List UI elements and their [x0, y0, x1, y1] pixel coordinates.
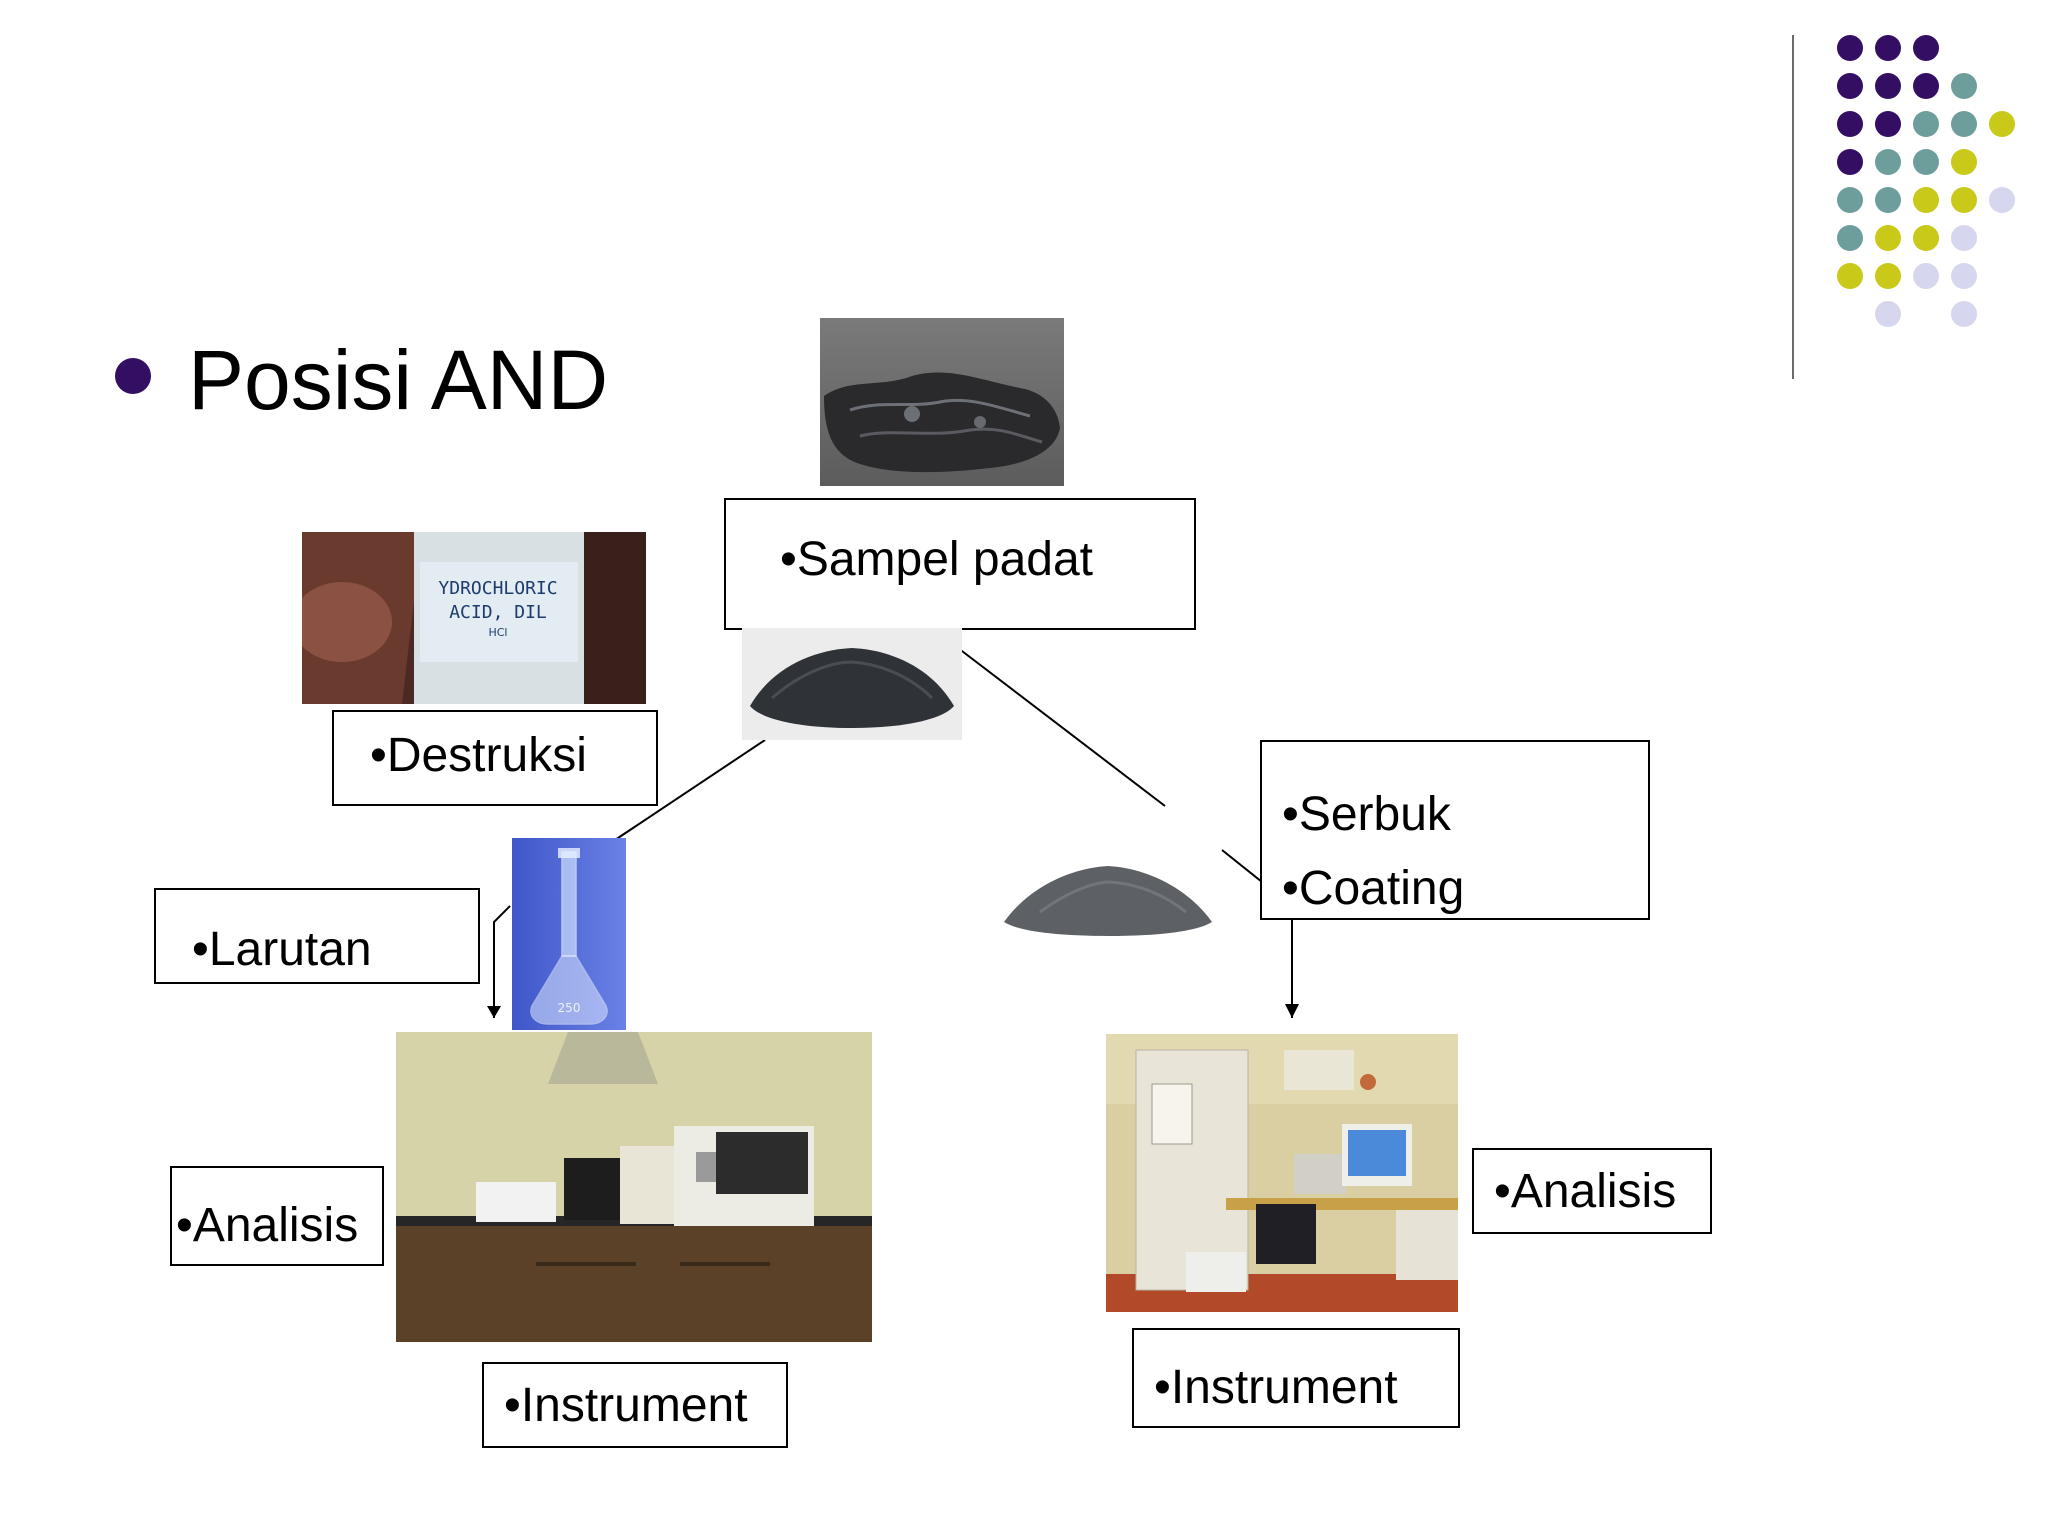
decorative-dot — [1951, 73, 1977, 99]
decorative-dot — [1913, 187, 1939, 213]
connector-sample-to-powder — [957, 647, 1166, 807]
decorative-dot — [1875, 225, 1901, 251]
decorative-dot — [1837, 263, 1863, 289]
arrow-larutan-to-instrument — [493, 905, 511, 1018]
decorative-dot — [1951, 111, 1977, 137]
label-serbuk: Serbuk — [1282, 778, 1648, 852]
decorative-dot — [1837, 225, 1863, 251]
label-box-larutan: Larutan — [154, 888, 480, 984]
decorative-dot — [1913, 149, 1939, 175]
label-box-destruksi: Destruksi — [332, 710, 658, 806]
label-larutan: Larutan — [192, 922, 478, 977]
label-box-analisis-right: Analisis — [1472, 1148, 1712, 1234]
decorative-dot — [1875, 187, 1901, 213]
powder-sample-photo — [1000, 860, 1216, 940]
decorative-vertical-rule — [1792, 35, 1794, 379]
label-sampel-padat: Sampel padat — [780, 532, 1194, 587]
decorative-dot — [1989, 187, 2015, 213]
decorative-dot — [1951, 301, 1977, 327]
label-coating: Coating — [1282, 852, 1648, 926]
decorative-dot — [1875, 263, 1901, 289]
decorative-dot — [1875, 111, 1901, 137]
bottle-label-line1: YDROCHLORIC — [438, 578, 557, 599]
label-analisis-left: Analisis — [176, 1198, 382, 1253]
granule-sample-photo — [742, 628, 962, 740]
arrow-head-right — [1285, 1004, 1299, 1018]
decorative-dot — [1875, 149, 1901, 175]
flask-volume-mark: 250 — [558, 1001, 581, 1015]
lab-instrument-photo-right — [1106, 1034, 1458, 1312]
label-destruksi: Destruksi — [370, 728, 656, 783]
decorative-dot — [1951, 225, 1977, 251]
decorative-dot — [1837, 111, 1863, 137]
decorative-dot — [1837, 35, 1863, 61]
solid-sample-photo — [820, 318, 1064, 486]
bottle-label-line2: ACID, DIL — [449, 602, 547, 623]
decorative-dot — [1913, 263, 1939, 289]
label-box-analisis-left: Analisis — [170, 1166, 384, 1266]
bottle-label-line3: HCl — [488, 626, 507, 639]
volumetric-flask-photo: 250 — [512, 838, 626, 1030]
decorative-dot — [1875, 35, 1901, 61]
decorative-dot — [1913, 225, 1939, 251]
arrow-head-left — [487, 1006, 501, 1018]
decorative-dot — [1951, 187, 1977, 213]
label-box-serbuk-coating: Serbuk Coating — [1260, 740, 1650, 920]
decorative-dot — [1913, 111, 1939, 137]
decorative-dot-grid — [1837, 35, 2015, 327]
hcl-bottle-photo: YDROCHLORIC ACID, DIL HCl — [302, 532, 646, 704]
decorative-dot — [1837, 73, 1863, 99]
label-analisis-right: Analisis — [1494, 1164, 1710, 1219]
decorative-dot — [1913, 35, 1939, 61]
slide-title: Posisi AND — [188, 333, 609, 427]
decorative-dot — [1989, 111, 2015, 137]
decorative-dot — [1837, 149, 1863, 175]
decorative-dot — [1913, 73, 1939, 99]
label-instrument-left: Instrument — [504, 1378, 786, 1433]
decorative-dot — [1951, 263, 1977, 289]
title-bullet-icon — [115, 358, 151, 394]
label-box-sampel-padat: Sampel padat — [724, 498, 1196, 630]
decorative-dot — [1837, 187, 1863, 213]
decorative-dot — [1875, 73, 1901, 99]
lab-instrument-photo-left — [396, 1032, 872, 1342]
decorative-dot — [1875, 301, 1901, 327]
label-instrument-right: Instrument — [1154, 1360, 1458, 1415]
label-box-instrument-left: Instrument — [482, 1362, 788, 1448]
label-box-instrument-right: Instrument — [1132, 1328, 1460, 1428]
decorative-dot — [1951, 149, 1977, 175]
